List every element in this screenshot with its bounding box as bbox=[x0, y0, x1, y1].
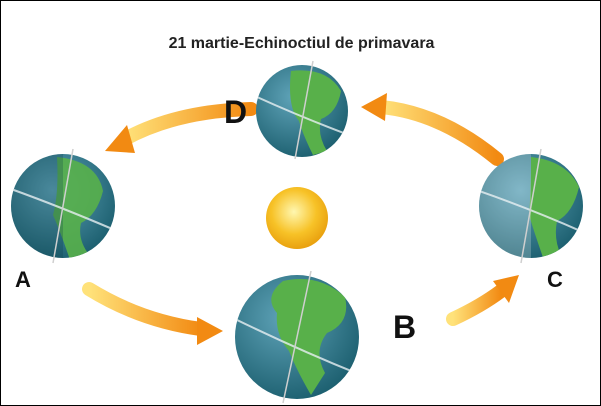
earth-position-d bbox=[256, 60, 348, 160]
position-label-c: C bbox=[547, 267, 563, 292]
position-label-d: D bbox=[224, 94, 248, 130]
position-label-b: B bbox=[393, 309, 417, 345]
diagram-title: 21 martie-Echinoctiul de primavara bbox=[168, 35, 435, 52]
orbit-arrow-a-to-b bbox=[82, 282, 223, 345]
orbit-arrow-c-to-d bbox=[361, 93, 504, 166]
orbit-arrow-b-to-c bbox=[446, 275, 519, 326]
earth-position-c bbox=[479, 148, 583, 264]
orbit-arrow-d-to-a bbox=[105, 102, 258, 153]
position-label-a: A bbox=[15, 267, 31, 292]
earth-position-a bbox=[11, 148, 115, 264]
earth-position-b bbox=[235, 270, 359, 404]
sun bbox=[266, 187, 328, 249]
